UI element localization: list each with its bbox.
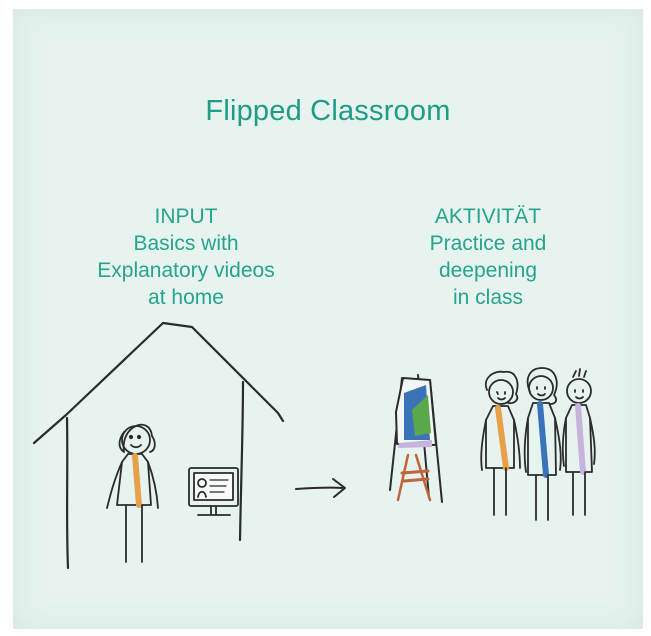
- input-line-2: Explanatory videos: [97, 259, 275, 282]
- input-line-1: Basics with: [133, 232, 239, 255]
- sketch-panel: [13, 9, 643, 629]
- activity-heading: AKTIVITÄT: [434, 205, 542, 228]
- input-column: INPUT Basics with Explanatory videos at …: [66, 203, 306, 311]
- house-icon: [32, 321, 285, 570]
- diagram-title: Flipped Classroom: [205, 95, 451, 127]
- easel-icon: [389, 374, 443, 503]
- teacher-figure-icon: [106, 423, 159, 563]
- student-figure-icon: [561, 368, 596, 516]
- activity-line-3: in class: [452, 286, 524, 309]
- student-figure-icon: [480, 370, 521, 516]
- input-heading: INPUT: [154, 205, 218, 228]
- activity-line-1: Practice and: [429, 232, 547, 255]
- arrow-right-icon: [295, 478, 346, 498]
- activity-column: AKTIVITÄT Practice and deepening in clas…: [388, 203, 588, 311]
- activity-line-2: deepening: [438, 259, 538, 282]
- monitor-icon: [188, 467, 239, 516]
- student-figure-icon: [523, 367, 562, 521]
- input-line-3: at home: [148, 286, 224, 309]
